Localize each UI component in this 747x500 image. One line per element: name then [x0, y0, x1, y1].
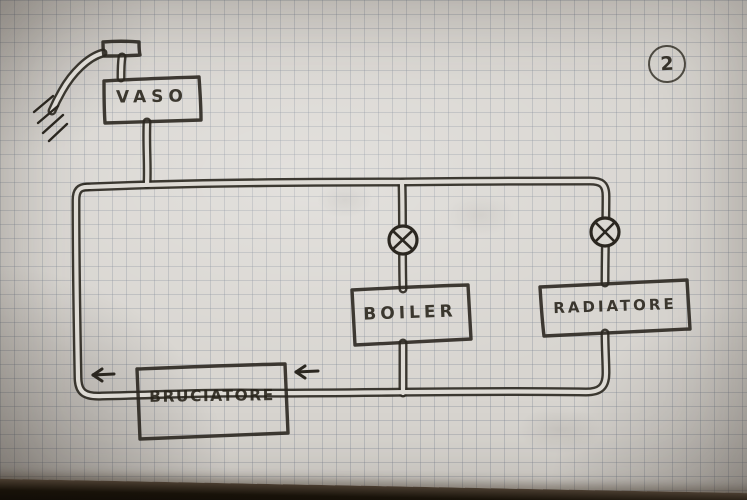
boiler-label: BOILER	[363, 301, 457, 325]
flow-arrow-left-icon	[91, 367, 116, 383]
bruciatore-label: BRUCIATORE	[149, 386, 275, 406]
boiler-box	[350, 283, 473, 347]
vaso-label: VASO	[115, 86, 189, 108]
boiler-valve-icon	[387, 224, 419, 256]
radiatore-box	[538, 278, 692, 338]
flow-arrow-left-icon	[294, 364, 320, 380]
vent-hatch-icon	[32, 94, 69, 143]
bruciatore-box	[135, 362, 290, 441]
cap-fitting-icon	[101, 39, 142, 58]
vaso-box	[102, 75, 203, 125]
radiator-valve-icon	[589, 216, 621, 248]
